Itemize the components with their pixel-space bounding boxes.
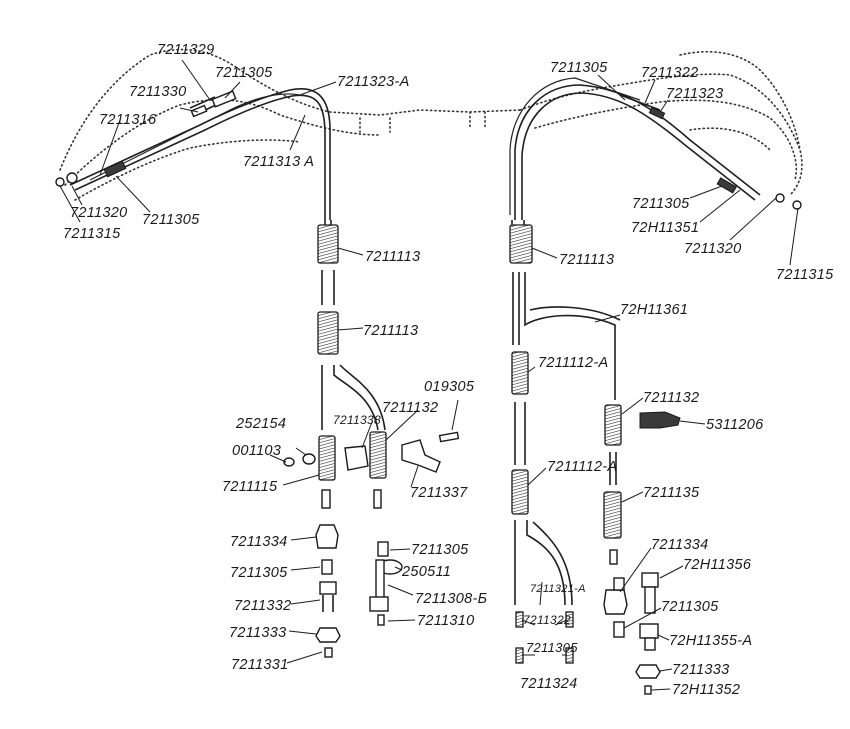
label-r1: 7211305 xyxy=(550,60,608,76)
label-l6: 7211313 A xyxy=(243,154,314,170)
left-upper-cables xyxy=(55,88,331,220)
label-r16: 72H11356 xyxy=(683,557,752,573)
label-l20: 7211305 xyxy=(230,565,288,581)
leader-lines xyxy=(59,59,799,691)
part-labels-right: 7211305 7211322 7211323 7211305 72H11351… xyxy=(520,60,834,698)
label-l5: 7211316 xyxy=(99,112,157,128)
label-l9: 7211305 xyxy=(142,212,200,228)
label-r6: 7211320 xyxy=(684,241,741,257)
label-r11: 7211132 xyxy=(643,390,699,406)
label-r8: 7211113 xyxy=(559,252,614,268)
label-l11: 7211113 xyxy=(363,323,418,339)
label-l3: 7211323-A xyxy=(337,74,410,90)
label-l21: 7211305 xyxy=(411,542,469,558)
label-l19: 7211334 xyxy=(230,534,287,550)
label-l15: 7211132 xyxy=(382,400,438,416)
label-l16: 019305 xyxy=(424,379,475,395)
label-r22: 7211324 xyxy=(520,676,577,692)
label-l12: 252154 xyxy=(235,416,286,432)
right-column-parts xyxy=(509,220,681,695)
label-l8: 7211315 xyxy=(63,226,121,242)
label-l2: 7211305 xyxy=(215,65,273,81)
label-r21: 72H11355-A xyxy=(669,633,752,649)
label-l13: 001103 xyxy=(232,443,281,459)
label-l22: 250511 xyxy=(401,564,451,580)
label-r18: 7211322 xyxy=(523,613,571,627)
label-r7: 7211315 xyxy=(776,267,834,283)
label-r13: 7211112-A xyxy=(547,459,617,475)
label-r3: 7211323 xyxy=(666,86,723,102)
part-labels-left: 7211329 7211305 7211323-A 7211330 721131… xyxy=(63,42,487,673)
label-l1: 7211329 xyxy=(157,42,214,58)
label-l24: 7211308-Б xyxy=(415,591,487,607)
label-r14: 7211135 xyxy=(643,485,700,501)
label-l4: 7211330 xyxy=(129,84,186,100)
label-r20: 7211305 xyxy=(526,640,578,655)
label-l18: 7211337 xyxy=(410,485,468,501)
label-l7: 7211320 xyxy=(70,205,127,221)
label-l10: 7211113 xyxy=(365,249,420,265)
label-l17: 7211115 xyxy=(222,479,278,495)
right-upper-cables xyxy=(509,77,802,220)
label-l23: 7211332 xyxy=(234,598,291,614)
label-r4: 7211305 xyxy=(632,196,690,212)
label-r24: 72H11352 xyxy=(672,682,740,698)
label-r10: 7211112-A xyxy=(538,355,608,371)
label-r15: 7211334 xyxy=(651,537,708,553)
label-r2: 7211322 xyxy=(641,65,698,81)
label-l25: 7211333 xyxy=(229,625,286,641)
label-r5: 72H11351 xyxy=(631,220,699,236)
label-l14: 7211338 xyxy=(333,413,381,427)
label-r9: 72H11361 xyxy=(620,302,688,318)
left-column-parts xyxy=(283,220,460,658)
label-r12: 5311206 xyxy=(706,417,764,433)
label-l27: 7211331 xyxy=(231,657,288,673)
label-r23: 7211333 xyxy=(672,662,729,678)
label-l26: 7211310 xyxy=(417,613,474,629)
label-r19: 7211305 xyxy=(661,599,719,615)
label-r17: 7211321-A xyxy=(530,583,586,595)
